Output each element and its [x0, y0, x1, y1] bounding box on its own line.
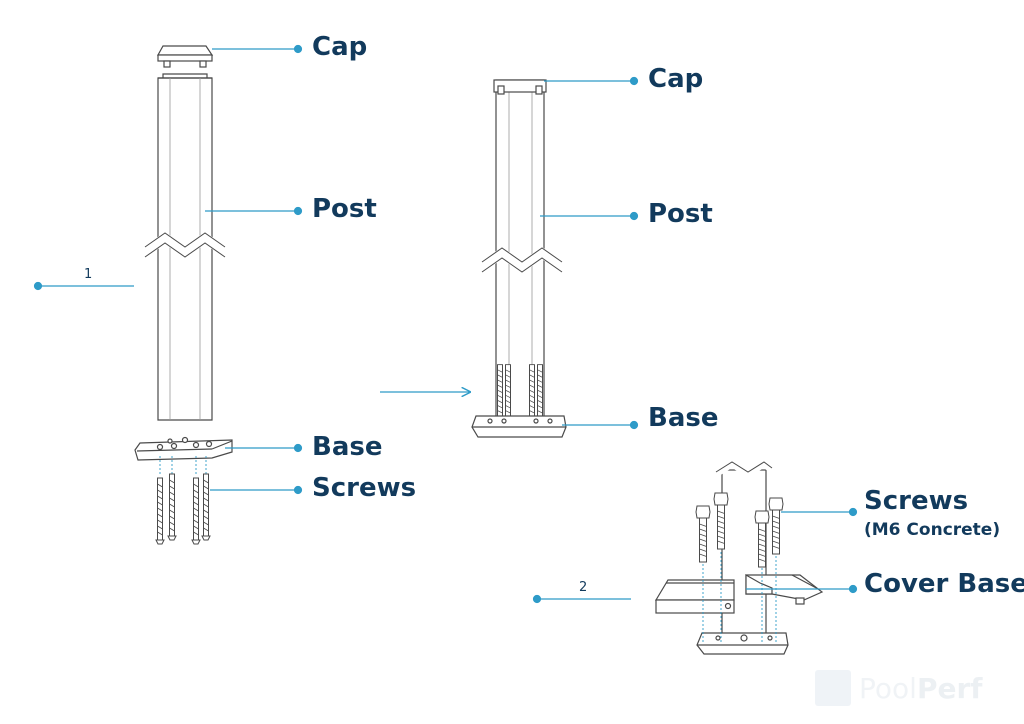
leaders-2 — [540, 76, 639, 430]
screws-label-3: Screws — [864, 486, 969, 516]
post-label-1: Post — [312, 194, 377, 224]
cap-label-2: Cap — [648, 64, 704, 94]
base-plate-3 — [696, 632, 789, 655]
base-part-2 — [471, 415, 567, 438]
bolt-guides-3 — [702, 552, 777, 642]
base-label-2: Base — [648, 403, 719, 433]
cover-right-3 — [745, 573, 824, 605]
cap-part-2 — [493, 79, 547, 95]
screws-label-1: Screws — [312, 473, 417, 503]
base-label-1: Base — [312, 432, 383, 462]
brand-logo-icon — [815, 670, 851, 706]
leaders-1 — [33, 44, 303, 495]
post-label-2: Post — [648, 199, 713, 229]
brand-watermark: PoolPerf — [815, 668, 982, 708]
screws-part-1 — [155, 473, 211, 545]
brand-name: PoolPerf — [859, 672, 982, 705]
step-number-2: 2 — [579, 580, 588, 595]
cover-base-assembly — [654, 455, 824, 655]
exploded-assembly — [134, 45, 233, 545]
post-part-2 — [479, 79, 565, 426]
step-number-1: 1 — [84, 267, 93, 282]
base-part-1 — [134, 436, 233, 461]
cover-base-label-3: Cover Base — [864, 569, 1024, 599]
brand-name-a: Pool — [859, 671, 917, 705]
leaders-3 — [532, 507, 858, 604]
assembled-post — [471, 79, 567, 438]
brand-name-b: Perf — [916, 671, 983, 705]
cover-left-3 — [654, 579, 735, 614]
screw-guides-1 — [159, 456, 207, 476]
cap-part-1 — [156, 45, 214, 68]
post-part-1 — [142, 73, 228, 421]
cap-label-1: Cap — [312, 32, 368, 62]
screws-note-3: (M6 Concrete) — [864, 520, 1001, 540]
